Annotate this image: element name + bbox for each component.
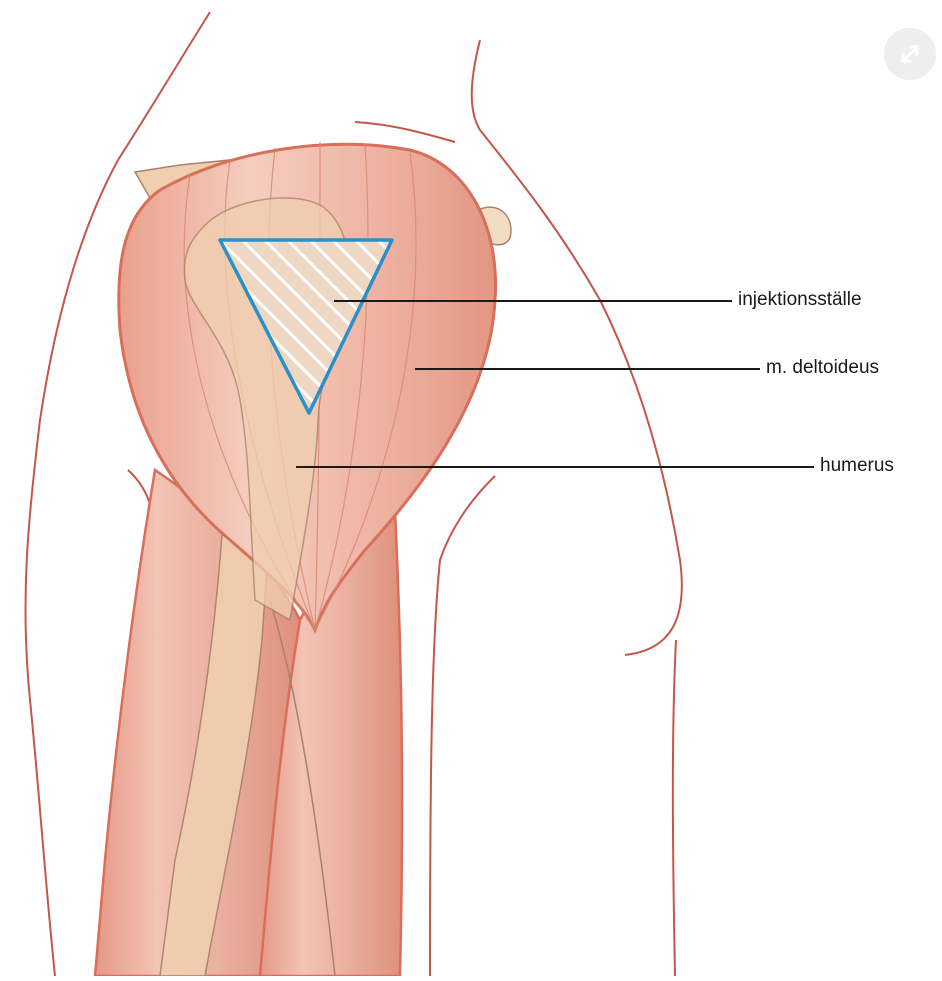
label-deltoid: m. deltoideus	[766, 358, 879, 377]
label-injection-site: injektionsställe	[738, 290, 862, 309]
label-humerus: humerus	[820, 456, 894, 475]
expand-arrows-icon	[884, 28, 936, 80]
expand-button[interactable]	[884, 28, 936, 80]
